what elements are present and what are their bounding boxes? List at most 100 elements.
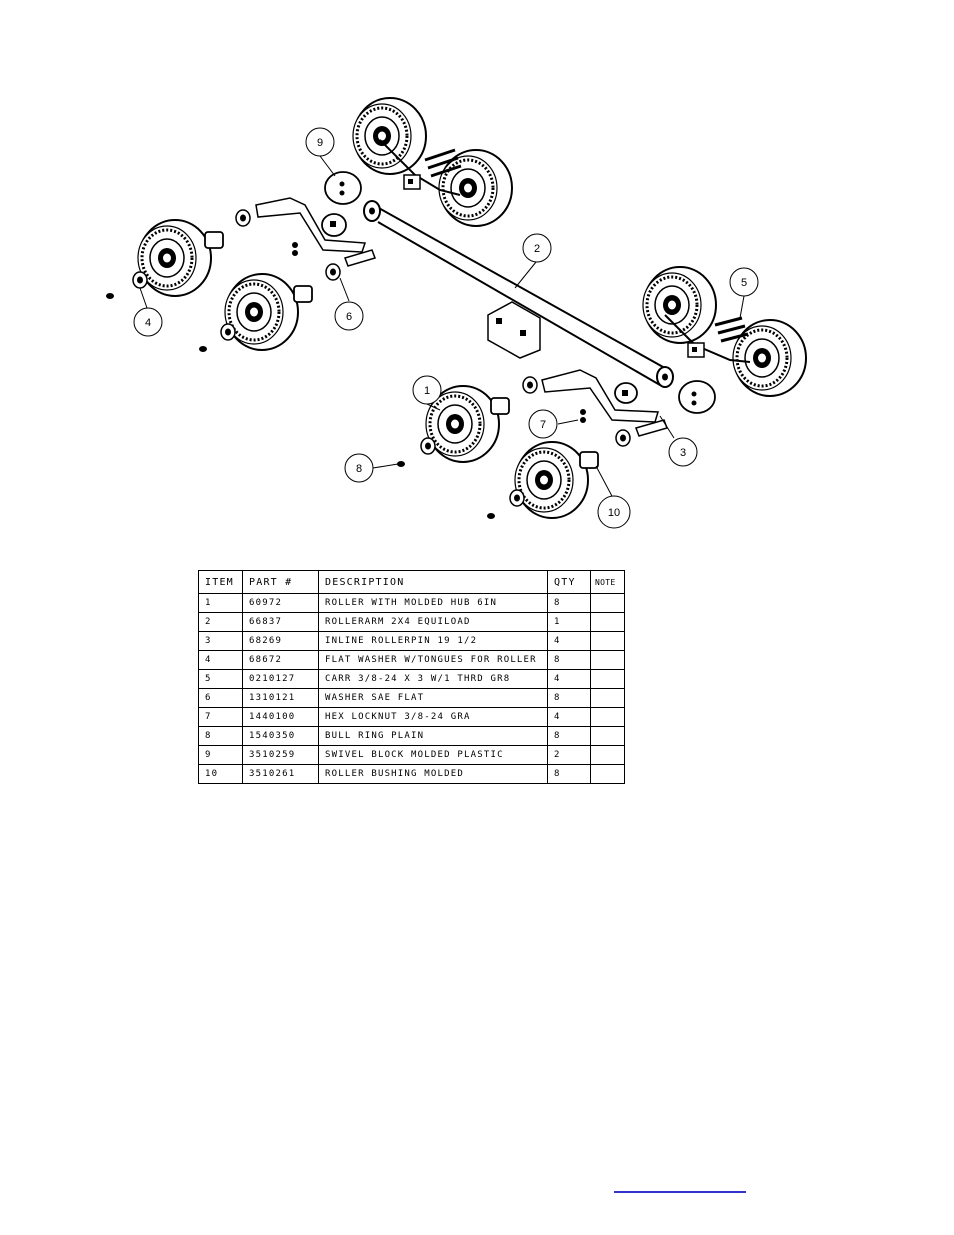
cell-description: INLINE ROLLERPIN 19 1/2 bbox=[318, 631, 548, 651]
cell-description: ROLLER WITH MOLDED HUB 6IN bbox=[318, 593, 548, 613]
hex-locknuts bbox=[292, 242, 586, 423]
swivel-block-top bbox=[321, 171, 362, 237]
cell-part: 68269 bbox=[242, 631, 319, 651]
cell-item: 1 bbox=[198, 593, 243, 613]
callout-5: 5 bbox=[729, 267, 759, 297]
cell-note bbox=[590, 726, 625, 746]
callout-7: 7 bbox=[528, 409, 558, 439]
cell-qty: 8 bbox=[547, 650, 591, 670]
roller-pin-left bbox=[255, 197, 367, 253]
cell-item: 8 bbox=[198, 726, 243, 746]
cell-part: 3510259 bbox=[242, 745, 319, 765]
cell-description: SWIVEL BLOCK MOLDED PLASTIC bbox=[318, 745, 548, 765]
cell-part: 66837 bbox=[242, 612, 319, 632]
svg-text:4: 4 bbox=[145, 317, 151, 329]
callout-8: 8 bbox=[344, 453, 374, 483]
cell-part: 3510261 bbox=[242, 764, 319, 784]
cell-part: 0210127 bbox=[242, 669, 319, 689]
cell-description: CARR 3/8-24 X 3 W/1 THRD GR8 bbox=[318, 669, 548, 689]
roller-arm-tube bbox=[363, 200, 674, 388]
cell-note bbox=[590, 688, 625, 708]
cell-description: ROLLER BUSHING MOLDED bbox=[318, 764, 548, 784]
header-item: ITEM bbox=[198, 570, 243, 594]
cell-item: 3 bbox=[198, 631, 243, 651]
roller-pin-left-end bbox=[344, 249, 376, 267]
svg-text:7: 7 bbox=[540, 419, 546, 431]
svg-text:8: 8 bbox=[356, 463, 362, 475]
svg-text:6: 6 bbox=[346, 311, 352, 323]
cell-qty: 8 bbox=[547, 726, 591, 746]
callout-2: 2 bbox=[522, 233, 552, 263]
cell-part: 68672 bbox=[242, 650, 319, 670]
cell-qty: 1 bbox=[547, 612, 591, 632]
cell-description: BULL RING PLAIN bbox=[318, 726, 548, 746]
cell-item: 2 bbox=[198, 612, 243, 632]
svg-text:1: 1 bbox=[424, 385, 430, 397]
svg-text:10: 10 bbox=[608, 507, 620, 519]
cell-qty: 8 bbox=[547, 688, 591, 708]
cell-part: 1440100 bbox=[242, 707, 319, 727]
roller-center-1 bbox=[424, 384, 510, 464]
callout-10: 10 bbox=[597, 495, 631, 529]
swivel-block-right bbox=[614, 380, 716, 414]
roller-assembly-top bbox=[351, 96, 514, 228]
footer-link-underline[interactable] bbox=[614, 1191, 746, 1193]
cell-qty: 4 bbox=[547, 707, 591, 727]
callout-1: 1 bbox=[412, 375, 442, 405]
roller-assembly-right bbox=[641, 265, 808, 398]
leader-lines bbox=[139, 155, 745, 499]
roller-pin-right bbox=[541, 369, 659, 423]
cell-qty: 2 bbox=[547, 745, 591, 765]
cell-item: 5 bbox=[198, 669, 243, 689]
roller-center-2 bbox=[513, 440, 599, 520]
cell-description: WASHER SAE FLAT bbox=[318, 688, 548, 708]
cell-qty: 8 bbox=[547, 593, 591, 613]
cell-qty: 4 bbox=[547, 631, 591, 651]
cell-note bbox=[590, 745, 625, 765]
callout-4: 4 bbox=[133, 307, 163, 337]
svg-text:3: 3 bbox=[680, 447, 686, 459]
cell-qty: 8 bbox=[547, 764, 591, 784]
header-note: NOTE bbox=[590, 570, 625, 594]
cell-item: 10 bbox=[198, 764, 243, 784]
cell-part: 60972 bbox=[242, 593, 319, 613]
svg-text:2: 2 bbox=[534, 243, 540, 255]
cell-note bbox=[590, 707, 625, 727]
cell-part: 1310121 bbox=[242, 688, 319, 708]
cell-description: ROLLERARM 2X4 EQUILOAD bbox=[318, 612, 548, 632]
header-description: DESCRIPTION bbox=[318, 570, 548, 594]
header-qty: QTY bbox=[547, 570, 591, 594]
cell-note bbox=[590, 650, 625, 670]
callout-3: 3 bbox=[668, 437, 698, 467]
cell-part: 1540350 bbox=[242, 726, 319, 746]
roller-left-top bbox=[136, 218, 224, 298]
roller-left-bottom bbox=[223, 272, 313, 352]
roller-pin-right-end bbox=[635, 419, 668, 437]
cell-item: 9 bbox=[198, 745, 243, 765]
cell-note bbox=[590, 764, 625, 784]
cell-item: 4 bbox=[198, 650, 243, 670]
svg-text:5: 5 bbox=[741, 277, 747, 289]
exploded-assembly-diagram: 9 2 5 4 6 1 7 3 8 10 bbox=[106, 96, 808, 529]
bull-rings bbox=[106, 293, 495, 519]
cell-description: FLAT WASHER W/TONGUES FOR ROLLER bbox=[318, 650, 548, 670]
cell-note bbox=[590, 669, 625, 689]
cell-description: HEX LOCKNUT 3/8-24 GRA bbox=[318, 707, 548, 727]
cell-note bbox=[590, 631, 625, 651]
cell-item: 6 bbox=[198, 688, 243, 708]
callout-9: 9 bbox=[305, 127, 335, 157]
table-header-row: ITEM PART # DESCRIPTION QTY NOTE bbox=[198, 570, 625, 594]
cell-note bbox=[590, 612, 625, 632]
cell-note bbox=[590, 593, 625, 613]
header-part-number: PART # bbox=[242, 570, 319, 594]
